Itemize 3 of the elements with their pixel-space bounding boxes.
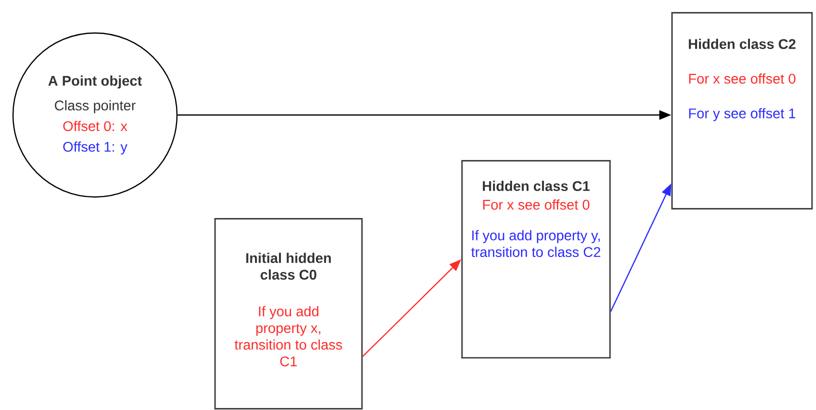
- hidden-class-box: Hidden class C1 For x see offset 0 If you add property y, transition to class C2: [461, 160, 611, 359]
- hidden-class-box: Initial hidden class C0 If you add property x, transition to class C1: [214, 218, 363, 410]
- hidden-class-box: Hidden class C2 For x see offset 0 For y see offset 1: [671, 12, 813, 210]
